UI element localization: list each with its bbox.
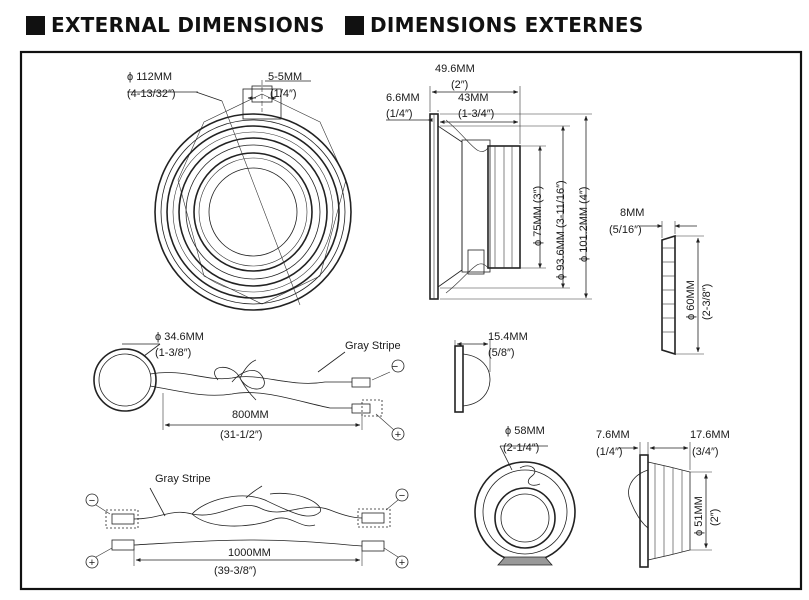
magnet-diameter-label: ϕ 75MM (3″) — [532, 186, 544, 246]
crossover-cable-length-label: 1000MM — [228, 547, 271, 559]
mount-depth-inch-label: (1-3/4″) — [458, 108, 494, 120]
ring-diameter-inch-label: (2-3/8″) — [701, 284, 713, 320]
crossover-minus-left-icon: − — [89, 495, 95, 507]
tweeter-mount-depth-inch-label: (3/4″) — [692, 446, 719, 458]
cutout-diameter-label: ϕ 93.6MM (3-11/16″) — [555, 180, 567, 280]
heading-dimensions-externes: DIMENSIONS EXTERNES — [345, 10, 644, 40]
heading-external-dimensions: EXTERNAL DIMENSIONS — [26, 10, 325, 40]
heading-text: DIMENSIONS EXTERNES — [370, 13, 644, 37]
flange-thickness-inch-label: (1/4″) — [386, 108, 413, 120]
slot-width-inch-label: (1/4″) — [270, 88, 297, 100]
woofer-front-view — [127, 80, 352, 311]
crossover-cable-length-inch-label: (39-3/8″) — [214, 565, 256, 577]
crossover-plus-right-icon: + — [399, 557, 405, 569]
overall-depth-label: 49.6MM — [435, 63, 475, 75]
flange-thickness-label: 6.6MM — [386, 92, 420, 104]
tweeter-mount-depth-label: 17.6MM — [690, 429, 730, 441]
tweeter-minus-terminal-icon: − — [392, 361, 398, 373]
crossover-gray-stripe-label: Gray Stripe — [155, 473, 211, 485]
tweeter-gray-stripe-label: Gray Stripe — [345, 340, 401, 352]
crossover-minus-right-icon: − — [399, 490, 405, 502]
heading-square-icon — [26, 15, 45, 35]
basket-diameter-label: ϕ 101.2MM (4″) — [578, 187, 590, 262]
heading-text: EXTERNAL DIMENSIONS — [51, 13, 325, 37]
mount-depth-label: 43MM — [458, 92, 489, 104]
tweeter-mount-flange-inch-label: (1/4″) — [596, 446, 623, 458]
tweeter-diameter-label: ϕ 34.6MM — [155, 331, 204, 343]
slot-width-label: 5-5MM — [268, 71, 302, 83]
drawing-frame — [19, 50, 803, 591]
woofer-diameter-label: ϕ 112MM — [127, 71, 172, 83]
heading-square-icon — [345, 15, 364, 35]
tweeter-diameter-inch-label: (1-3/8″) — [155, 347, 191, 359]
tweeter-side-view — [454, 340, 491, 413]
crossover-plus-left-icon: + — [89, 557, 95, 569]
ring-thickness-inch-label: (5/16″) — [609, 224, 642, 236]
woofer-diameter-inch-label: (4-13/32″) — [127, 88, 176, 100]
ring-diameter-label: ϕ 60MM — [685, 280, 697, 320]
tweeter-mount-side-diameter-inch-label: (2″) — [709, 509, 721, 526]
tweeter-mount-side-view — [618, 442, 712, 568]
tweeter-mount-side-diameter-label: ϕ 51MM — [693, 496, 705, 536]
ring-side-view — [640, 221, 704, 356]
tweeter-cable-view — [93, 343, 405, 441]
tweeter-mount-diameter-inch-label: (2-1/4″) — [503, 442, 539, 454]
ring-thickness-label: 8MM — [620, 207, 644, 219]
tweeter-depth-label: 15.4MM — [488, 331, 528, 343]
tweeter-cable-length-inch-label: (31-1/2″) — [220, 429, 262, 441]
tweeter-plus-terminal-icon: + — [395, 429, 401, 441]
tweeter-depth-inch-label: (5/8″) — [488, 347, 515, 359]
tweeter-mount-flange-label: 7.6MM — [596, 429, 630, 441]
tweeter-mount-front-view — [474, 445, 576, 566]
tweeter-cable-length-label: 800MM — [232, 409, 269, 421]
crossover-cable-view — [85, 485, 409, 569]
tweeter-mount-diameter-label: ϕ 58MM — [505, 425, 545, 437]
woofer-side-view — [386, 86, 592, 300]
overall-depth-inch-label: (2″) — [451, 79, 468, 91]
